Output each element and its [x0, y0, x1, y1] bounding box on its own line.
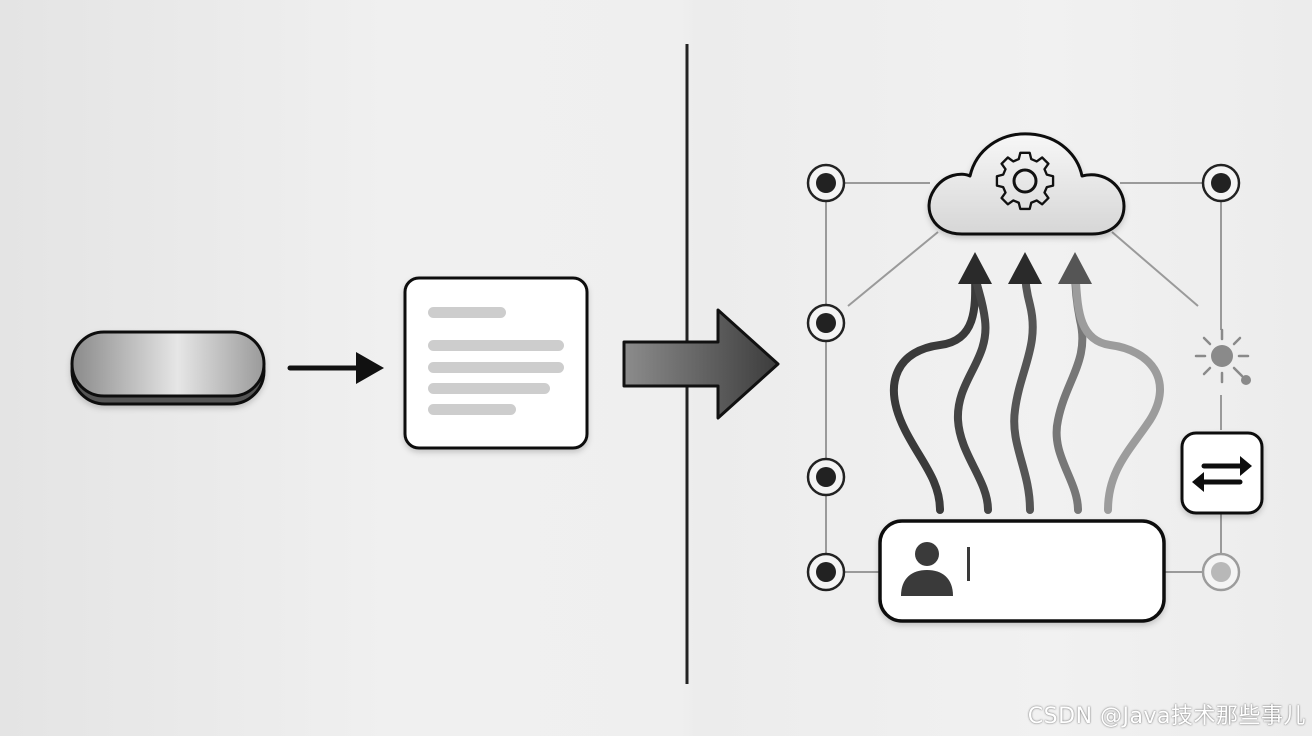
network-node — [806, 552, 846, 592]
network-node — [806, 163, 846, 203]
doc-line-1 — [428, 307, 506, 318]
stream-arrowheads — [958, 252, 1092, 284]
stream-line — [1010, 266, 1037, 514]
small-right-arrow — [287, 352, 384, 384]
right-panel — [806, 132, 1264, 623]
document-card — [403, 276, 589, 450]
swap-arrows-icon — [1180, 431, 1264, 515]
network-node — [806, 457, 846, 497]
left-panel — [70, 276, 589, 450]
big-transition-arrow — [622, 308, 780, 420]
network-lines — [825, 182, 1222, 573]
user-icon — [901, 542, 953, 596]
doc-line-5 — [428, 404, 516, 415]
doc-line-2 — [428, 340, 564, 351]
text-cursor — [967, 547, 970, 581]
stream-line — [1071, 266, 1164, 514]
stream-line — [953, 266, 992, 514]
network-node — [1201, 163, 1241, 203]
doc-line-4 — [428, 383, 550, 394]
watermark-text: CSDN @Java技术那些事儿 — [1027, 704, 1306, 729]
network-node-faded — [1201, 552, 1241, 592]
doc-line-3 — [428, 362, 564, 373]
pill-button — [70, 330, 266, 406]
sun-icon — [1194, 328, 1251, 385]
up-arrow-icon — [1008, 252, 1042, 284]
network-node — [806, 303, 846, 343]
up-arrow-icon — [1058, 252, 1092, 284]
gear-icon — [995, 151, 1055, 211]
stream-line — [890, 266, 980, 514]
data-streams — [890, 266, 1164, 514]
up-arrow-icon — [958, 252, 992, 284]
cloud-icon — [927, 132, 1126, 236]
